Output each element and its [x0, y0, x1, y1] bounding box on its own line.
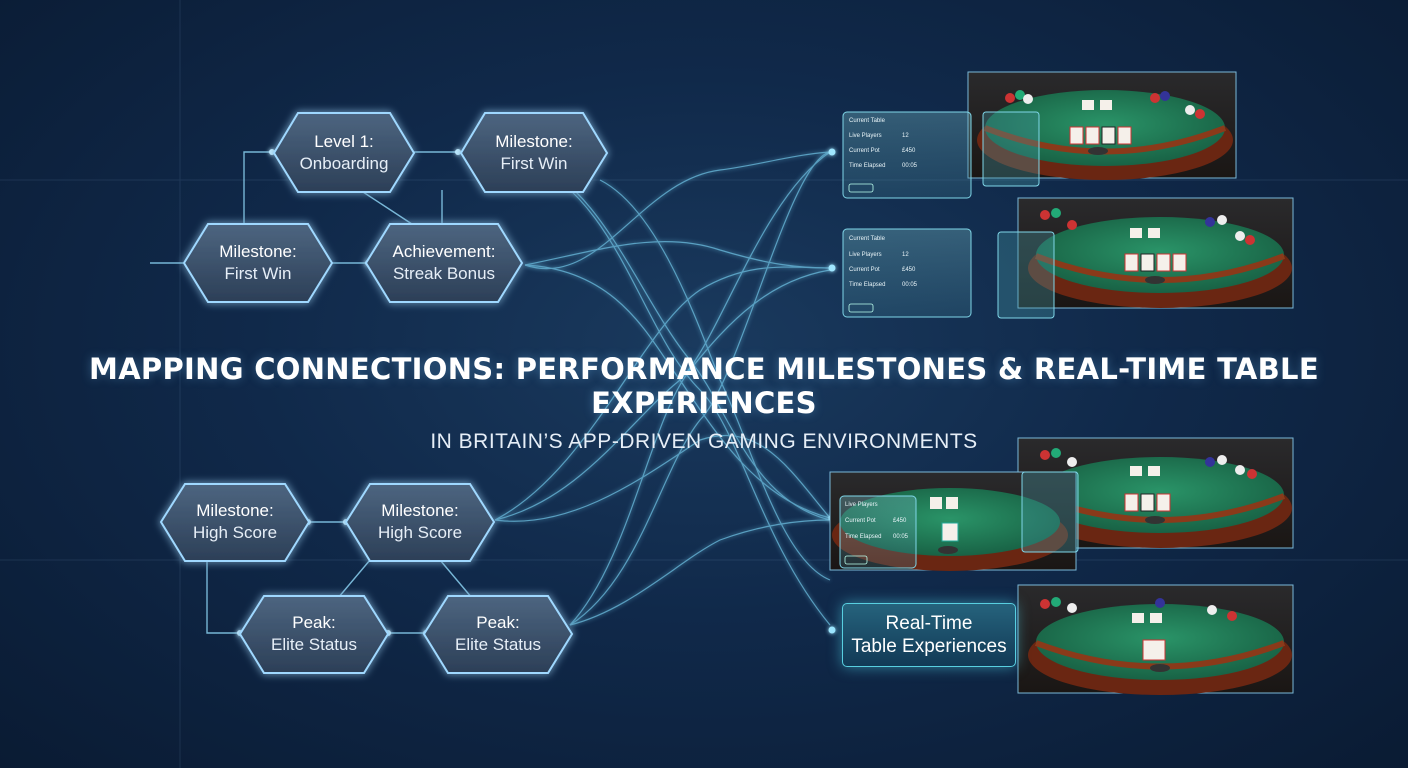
- poker-table-scene-4: [1017, 584, 1294, 695]
- page-subtitle: IN BRITAIN’S APP-DRIVEN GAMING ENVIRONME…: [430, 430, 978, 453]
- panel-row-value: 00:05: [902, 282, 918, 288]
- hex-node-milestone-first-win-top[interactable]: Milestone: First Win: [459, 112, 609, 193]
- card-icon: [1085, 126, 1100, 145]
- panel-button[interactable]: [844, 555, 868, 565]
- panel-row-value: £450: [902, 148, 916, 154]
- hex-node-line1: Peak:: [292, 613, 335, 632]
- card-icon: [1172, 253, 1187, 272]
- card-icon: [1082, 100, 1094, 110]
- card-icon: [1148, 466, 1160, 476]
- hex-node-line1: Milestone:: [196, 501, 273, 520]
- hex-node-line2: High Score: [193, 523, 277, 542]
- card-icon: [1130, 466, 1142, 476]
- card-icon: [1069, 126, 1084, 145]
- panel-row-value: 00:05: [902, 163, 918, 169]
- panel-row-value: 12: [902, 133, 909, 139]
- hex-node-milestone-high-score-right[interactable]: Milestone: High Score: [344, 483, 496, 562]
- hex-node-line1: Peak:: [476, 613, 519, 632]
- real-time-label-line1: Real-Time: [885, 613, 973, 634]
- hex-node-milestone-high-score-left[interactable]: Milestone: High Score: [159, 483, 311, 562]
- hex-node-line1: Achievement:: [393, 242, 496, 261]
- panel-row-value: £450: [893, 518, 907, 524]
- card-icon: [1156, 493, 1171, 512]
- card-icon: [1150, 613, 1162, 623]
- panel-row-label: Live Players: [849, 133, 882, 139]
- card-icon: [930, 497, 942, 509]
- card-icon: [1124, 253, 1139, 272]
- panel-row-value: 12: [902, 252, 909, 258]
- panel-button[interactable]: [848, 183, 874, 193]
- hex-node-line2: Elite Status: [455, 635, 541, 654]
- hex-node-line2: Elite Status: [271, 635, 357, 654]
- hex-node-peak-elite-status-right[interactable]: Peak: Elite Status: [422, 595, 574, 674]
- card-icon: [1130, 228, 1142, 238]
- stats-panel-2[interactable]: Current Table Live Players 12 Current Po…: [842, 228, 1055, 319]
- panel-header: Current Table: [849, 236, 886, 242]
- hex-node-line2: Streak Bonus: [393, 264, 495, 283]
- panel-row-label: Time Elapsed: [849, 163, 885, 169]
- chip-stack-icon: [1005, 90, 1205, 119]
- chip-stack-icon: [1040, 597, 1237, 621]
- card-icon: [946, 497, 958, 509]
- panel-button[interactable]: [848, 303, 874, 313]
- card-icon: [1148, 228, 1160, 238]
- card-icon: [1101, 126, 1116, 145]
- card-icon: [1132, 613, 1144, 623]
- real-time-label-line2: Table Experiences: [851, 636, 1007, 657]
- hex-node-line1: Milestone:: [495, 132, 572, 151]
- panel-row-label: Live Players: [849, 252, 882, 258]
- card-icon: [1117, 126, 1132, 145]
- stats-panel-3[interactable]: Live Players Current Pot £450 Time Elaps…: [839, 471, 1079, 569]
- hex-node-line2: Onboarding: [300, 154, 389, 173]
- hex-node-level1-onboarding[interactable]: Level 1: Onboarding: [272, 112, 416, 193]
- hex-node-line2: High Score: [378, 523, 462, 542]
- hex-node-achievement-streak-bonus[interactable]: Achievement: Streak Bonus: [364, 223, 524, 303]
- hex-node-line2: First Win: [500, 154, 567, 173]
- panel-row-label: Time Elapsed: [845, 534, 881, 540]
- card-icon: [1156, 253, 1171, 272]
- card-icon: [1140, 253, 1155, 272]
- panel-row-label: Current Pot: [845, 518, 876, 524]
- poker-table-scene-1: [967, 71, 1237, 180]
- panel-row-value: 00:05: [893, 534, 909, 540]
- chip-stack-icon: [1040, 208, 1255, 245]
- hex-node-milestone-first-win-left[interactable]: Milestone: First Win: [182, 223, 334, 303]
- card-icon: [1140, 493, 1155, 512]
- panel-header: Current Table: [849, 118, 886, 124]
- panel-row-label: Current Pot: [849, 148, 880, 154]
- hex-node-line1: Level 1:: [314, 132, 374, 151]
- panel-row-label: Current Pot: [849, 267, 880, 273]
- page-title: MAPPING CONNECTIONS: PERFORMANCE MILESTO…: [89, 352, 1319, 420]
- poker-table-scene-2: [1017, 197, 1294, 309]
- hex-node-line1: Milestone:: [219, 242, 296, 261]
- hex-node-line2: First Win: [224, 264, 291, 283]
- connector-endpoints: [828, 148, 836, 634]
- card-icon: [1124, 493, 1139, 512]
- panel-row-value: £450: [902, 267, 916, 273]
- panel-row-label: Time Elapsed: [849, 282, 885, 288]
- hex-node-peak-elite-status-left[interactable]: Peak: Elite Status: [238, 595, 390, 674]
- chip-stack-icon: [1040, 448, 1257, 479]
- card-icon: [1100, 100, 1112, 110]
- title-block: MAPPING CONNECTIONS: PERFORMANCE MILESTO…: [0, 352, 1408, 454]
- panel-row-label: Live Players: [845, 502, 878, 508]
- hex-node-line1: Milestone:: [381, 501, 458, 520]
- card-icon: [941, 522, 959, 542]
- real-time-table-label[interactable]: Real-Time Table Experiences: [842, 603, 1016, 667]
- card-icon: [1142, 639, 1166, 661]
- connector-lines: [494, 151, 831, 626]
- stats-panel-1[interactable]: Current Table Live Players 12 Current Po…: [842, 111, 1040, 199]
